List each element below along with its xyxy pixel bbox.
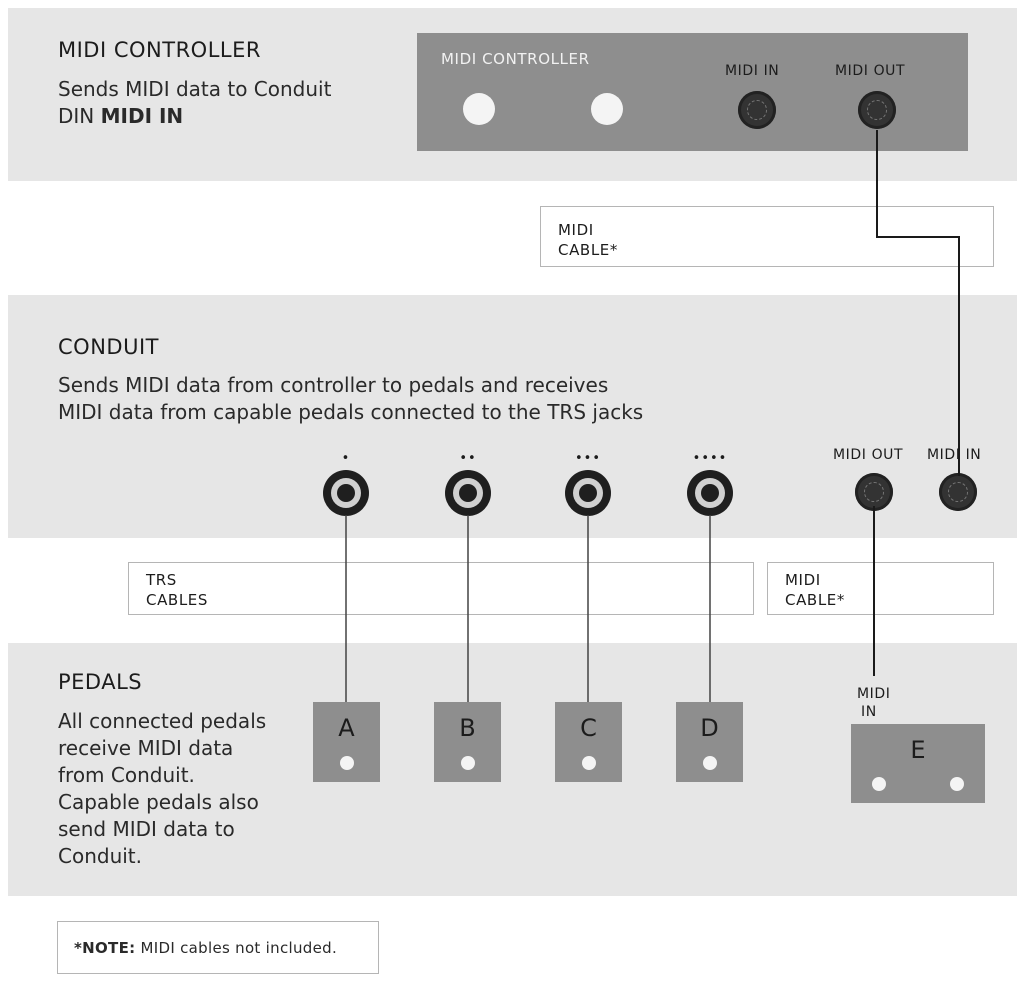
device-label: MIDI CONTROLLER (441, 50, 590, 68)
note-prefix: *NOTE: (74, 939, 136, 957)
pedals-desc-line1: All connected pedals (58, 709, 267, 733)
trs-cables-callout: TRS CABLES (128, 562, 754, 615)
pedal-b-letter: B (459, 714, 476, 742)
controller-midi-out-port (858, 91, 896, 129)
conduit-midi-out-port (855, 473, 893, 511)
trs-jack-3 (565, 470, 611, 516)
trs-jack-1 (323, 470, 369, 516)
midi-controller-device: MIDI CONTROLLER MIDI IN MIDI OUT (417, 33, 968, 151)
pedal-d-letter: D (700, 714, 719, 742)
conduit-band (8, 295, 1017, 538)
pedal-b: B (434, 702, 501, 782)
pedal-c-led (582, 756, 596, 770)
pedal-e-midi-label-line2: IN (861, 704, 877, 720)
pedal-e-midi-in-label: MIDI IN (857, 685, 891, 721)
jack-marker-4: •••• (692, 451, 728, 466)
conduit-description: Sends MIDI data from controller to pedal… (58, 372, 643, 426)
controller-midi-out-label: MIDI OUT (835, 63, 906, 79)
trs-cables-text: TRS CABLES (146, 571, 208, 609)
controller-desc-bold: MIDI IN (100, 104, 184, 128)
controller-description: Sends MIDI data to Conduit DIN MIDI IN (58, 76, 331, 130)
note-text: *NOTE: MIDI cables not included. (74, 939, 337, 957)
conduit-heading: CONDUIT (58, 335, 159, 359)
jack-marker-3: ••• (574, 451, 601, 466)
pedals-heading: PEDALS (58, 670, 143, 694)
note-box: *NOTE: MIDI cables not included. (57, 921, 379, 974)
knob-2 (591, 93, 623, 125)
pedals-band (8, 643, 1017, 896)
pedal-e-led-1 (872, 777, 886, 791)
pedals-desc-line6: Conduit. (58, 844, 143, 868)
pedal-a: A (313, 702, 380, 782)
pedal-e-led-2 (950, 777, 964, 791)
trs-jack-2 (445, 470, 491, 516)
controller-midi-in-port (738, 91, 776, 129)
pedals-description: All connected pedals receive MIDI data f… (58, 708, 266, 870)
pedals-desc-line5: send MIDI data to (58, 817, 235, 841)
midi-cable-top-text: MIDI CABLE* (558, 221, 618, 259)
conduit-midi-in-label: MIDI IN (927, 447, 982, 463)
pedal-d-led (703, 756, 717, 770)
midi-cable-bottom-text: MIDI CABLE* (785, 571, 845, 609)
conduit-desc-line2: MIDI data from capable pedals connected … (58, 400, 644, 424)
knob-1 (463, 93, 495, 125)
midi-cable-callout-top: MIDI CABLE* (540, 206, 994, 267)
controller-desc-line2: DIN MIDI IN (58, 104, 184, 128)
pedal-e-midi-label-line1: MIDI (857, 686, 891, 702)
pedal-c: C (555, 702, 622, 782)
pedals-desc-line2: receive MIDI data (58, 736, 234, 760)
jack-marker-1: • (341, 451, 351, 466)
jack-marker-2: •• (459, 451, 477, 466)
pedal-a-led (340, 756, 354, 770)
pedal-c-letter: C (580, 714, 597, 742)
pedals-desc-line3: from Conduit. (58, 763, 195, 787)
conduit-desc-line1: Sends MIDI data from controller to pedal… (58, 373, 609, 397)
note-body: MIDI cables not included. (135, 939, 338, 957)
conduit-midi-in-port (939, 473, 977, 511)
pedal-a-letter: A (338, 714, 355, 742)
pedal-d: D (676, 702, 743, 782)
pedal-b-led (461, 756, 475, 770)
pedals-desc-line4: Capable pedals also (58, 790, 259, 814)
controller-heading: MIDI CONTROLLER (58, 38, 261, 62)
conduit-midi-out-label: MIDI OUT (833, 447, 904, 463)
controller-midi-in-label: MIDI IN (725, 63, 780, 79)
pedal-e: E (851, 724, 985, 803)
midi-cable-callout-bottom: MIDI CABLE* (767, 562, 994, 615)
controller-desc-line1: Sends MIDI data to Conduit (58, 77, 332, 101)
pedal-e-letter: E (910, 736, 926, 764)
trs-jack-4 (687, 470, 733, 516)
